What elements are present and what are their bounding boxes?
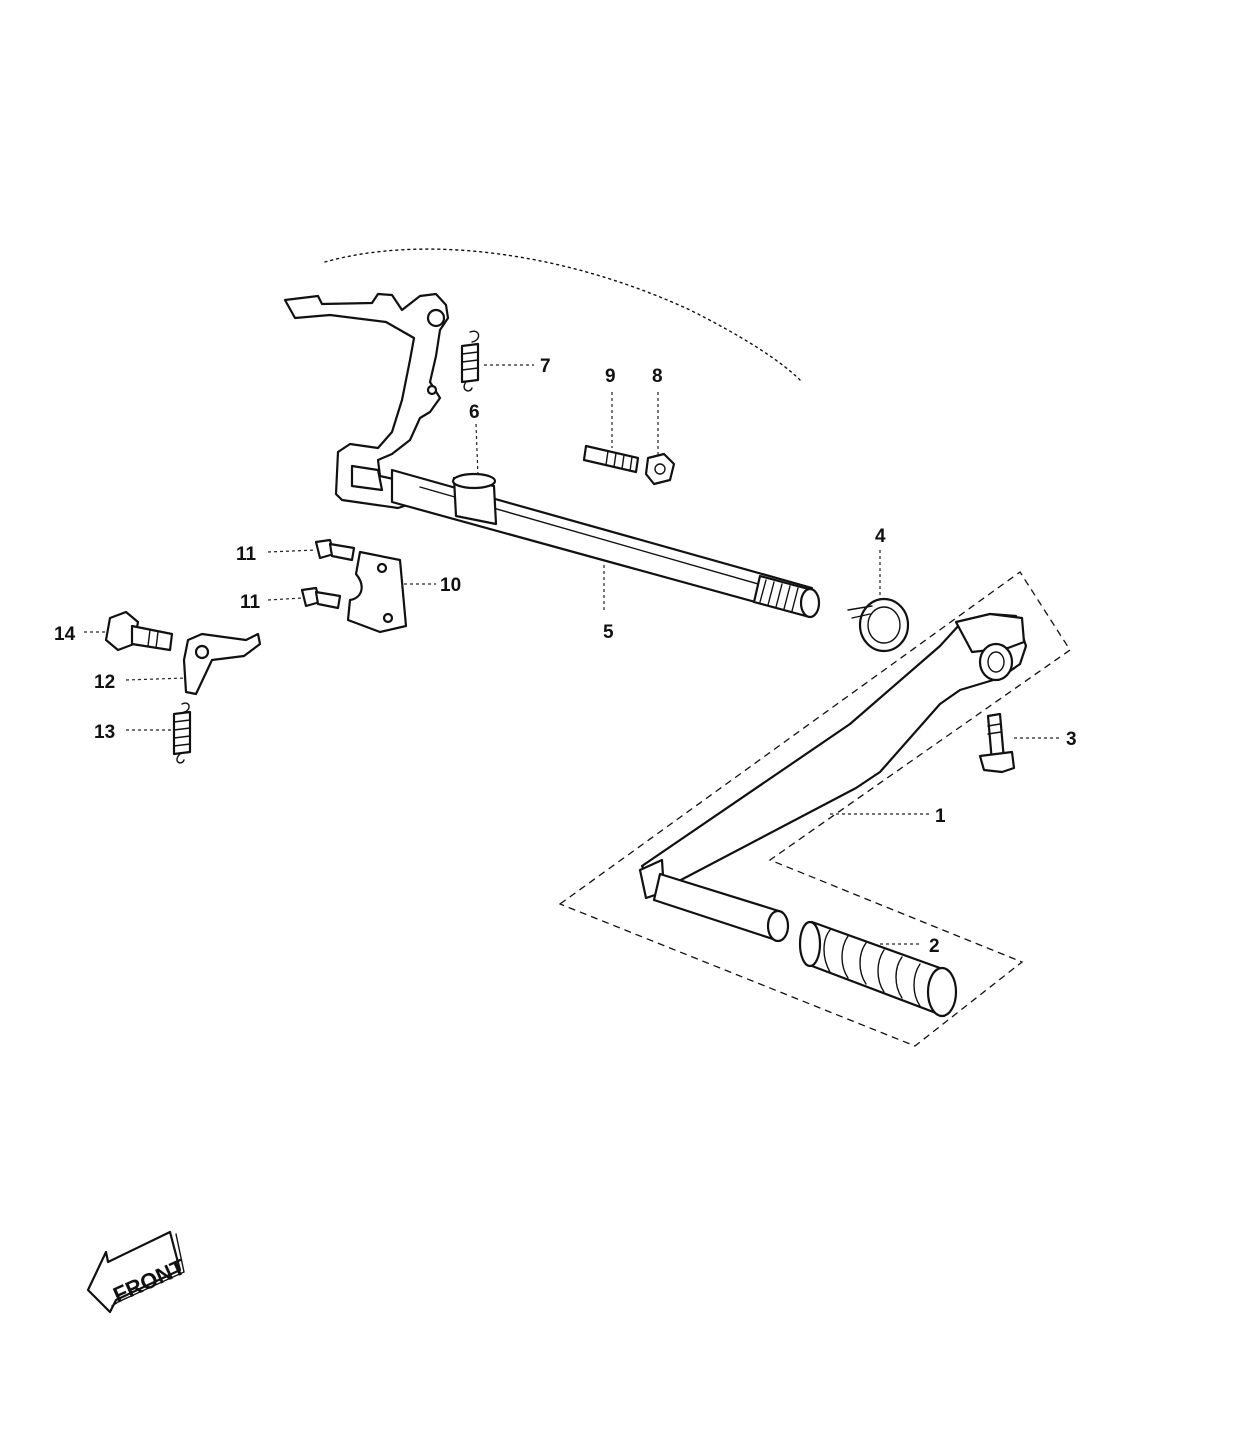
callout-14: 14 (54, 624, 76, 645)
callout-12: 12 (94, 672, 115, 693)
bolt-11-lower-part (300, 586, 342, 610)
circlip-4-part (847, 597, 910, 653)
spring-7-part (460, 330, 480, 392)
shaft-collar-part (451, 472, 498, 526)
callout-11-upper: 11 (236, 544, 257, 565)
spring-13-part (172, 702, 192, 764)
callout-3: 3 (1066, 729, 1077, 750)
plate-10-part (346, 550, 408, 634)
bolt-3-part (978, 712, 1016, 774)
front-direction-arrow: FRONT (86, 1230, 189, 1314)
lever-12-part (182, 632, 262, 696)
callout-9: 9 (605, 366, 616, 387)
stud-bolt-9-part (582, 444, 640, 474)
callout-11-lower: 11 (240, 592, 261, 613)
nut-8-part (644, 452, 676, 486)
shift-shaft-part (283, 292, 821, 619)
callout-5: 5 (603, 622, 614, 643)
callout-7: 7 (540, 356, 551, 377)
callout-1: 1 (935, 806, 946, 827)
leader-lines (84, 364, 1062, 945)
shift-pedal-part (638, 612, 1028, 943)
callout-10: 10 (440, 575, 461, 596)
bolt-14-part (104, 610, 174, 652)
pedal-rubber-part (798, 920, 958, 1018)
bolt-11-upper-part (314, 538, 356, 562)
pedal-assembly-box (558, 571, 1071, 1047)
callout-2: 2 (929, 936, 940, 957)
callout-13: 13 (94, 722, 115, 743)
callout-6: 6 (469, 402, 480, 423)
callout-4: 4 (875, 526, 886, 547)
frame-outline-curve (324, 248, 801, 381)
callout-8: 8 (652, 366, 663, 387)
